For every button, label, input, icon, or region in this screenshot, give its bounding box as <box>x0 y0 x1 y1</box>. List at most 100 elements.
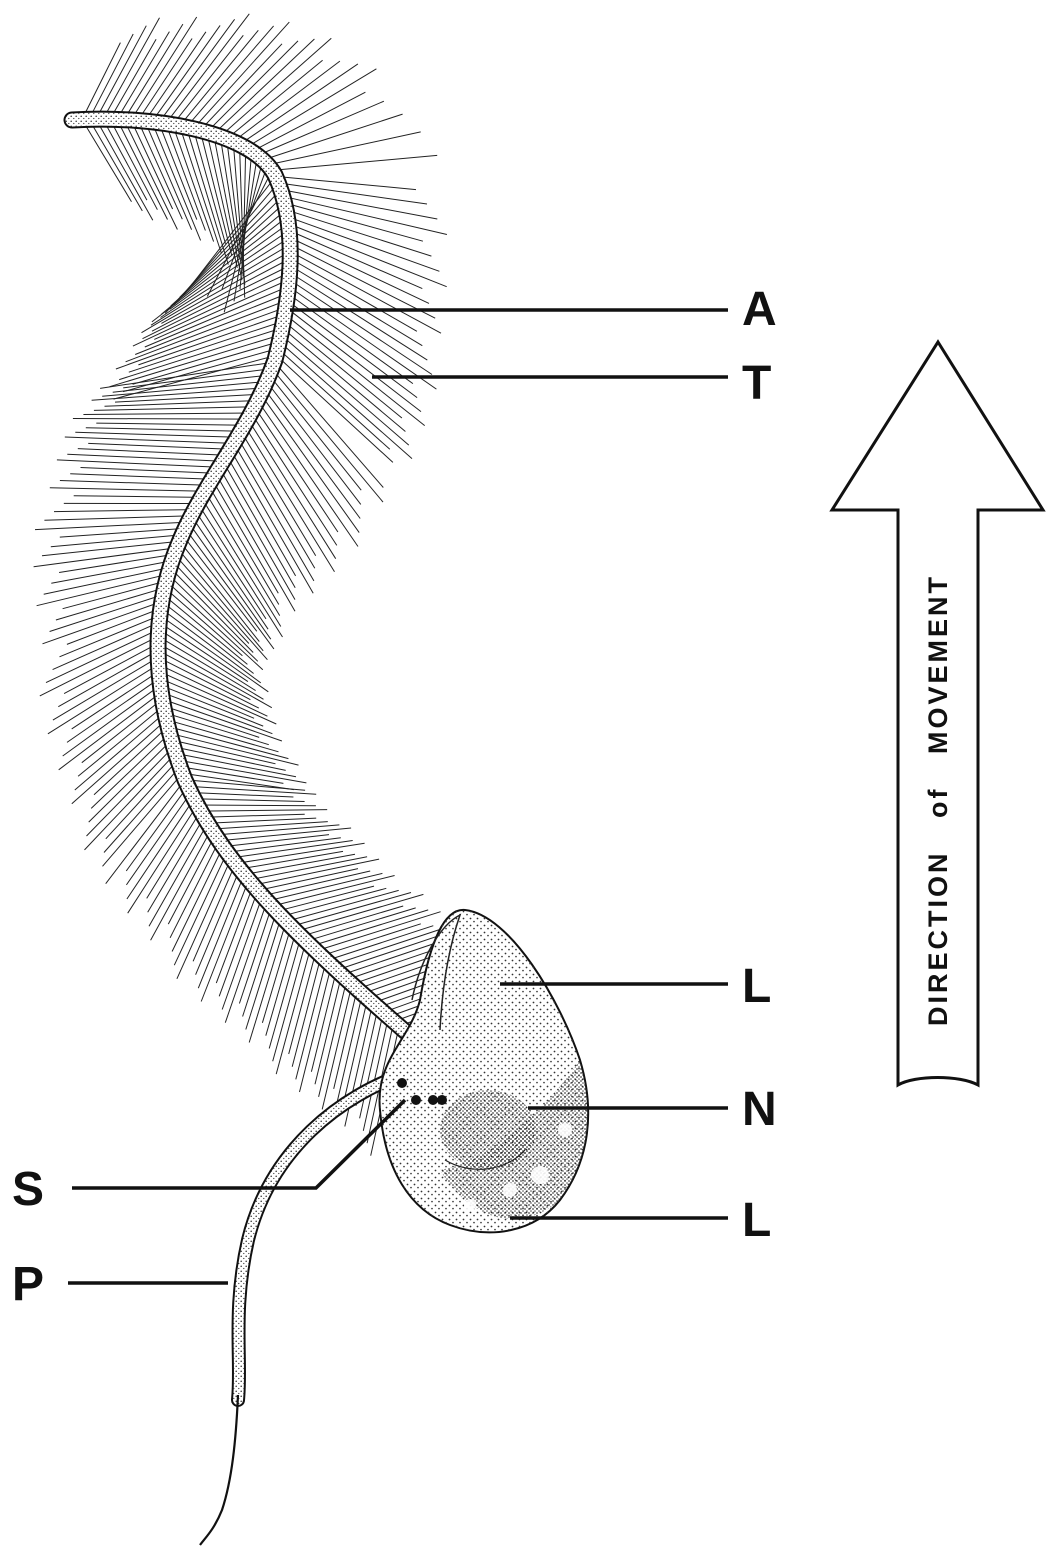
mastigoneme-hair <box>91 733 170 808</box>
mastigoneme-hair <box>131 120 173 209</box>
direction-arrow: DIRECTION of MOVEMENT <box>832 342 1043 1085</box>
mastigoneme-hair <box>178 760 307 783</box>
stigma-dot <box>428 1095 438 1105</box>
mastigoneme-hair <box>78 449 227 456</box>
leader-line-S <box>72 1100 405 1188</box>
mastigoneme-hair <box>285 203 423 241</box>
mastigoneme-hair <box>290 245 435 319</box>
mastigoneme-hair <box>286 890 399 921</box>
mastigoneme-hair <box>147 811 201 898</box>
mastigoneme-hair <box>63 581 167 609</box>
stigma-dot <box>437 1095 447 1105</box>
posterior-flagellum <box>200 1072 410 1545</box>
mastigoneme-hair <box>180 196 283 297</box>
mastigoneme-hair <box>201 880 249 1002</box>
mastigoneme-hair <box>172 561 249 644</box>
mastigoneme-hair <box>60 481 209 486</box>
mastigoneme-hair <box>311 970 336 1072</box>
mastigoneme-hair <box>281 335 409 445</box>
mastigoneme-hair <box>208 818 317 823</box>
mastigoneme-hair <box>67 608 161 644</box>
cell-body <box>380 910 589 1232</box>
mastigoneme-hair <box>82 43 120 120</box>
mastigoneme-hair <box>212 479 278 593</box>
mastigoneme-hair <box>88 443 230 449</box>
mastigoneme-hair <box>272 155 437 170</box>
label-L-lower: L <box>742 1197 771 1245</box>
mastigoneme-hair <box>243 911 277 1016</box>
mastigoneme-hair <box>266 931 296 1035</box>
mastigoneme-hair <box>185 780 305 791</box>
mastigoneme-hair <box>166 720 278 752</box>
mastigoneme-hair <box>223 835 329 847</box>
mastigoneme-hair <box>204 814 305 817</box>
mastigoneme-hair <box>296 894 423 931</box>
mastigoneme-hair <box>263 114 403 160</box>
mastigoneme-hair <box>174 852 227 965</box>
mastigoneme-hair <box>81 468 216 474</box>
mastigoneme-hair <box>176 753 296 776</box>
mastigoneme-hair <box>117 32 169 120</box>
mastigoneme-hair <box>67 678 160 742</box>
mastigoneme-hair <box>172 847 223 952</box>
mastigoneme-hair <box>220 38 331 136</box>
mastigoneme-hair <box>160 685 263 726</box>
stigma-dot <box>397 1078 407 1088</box>
mastigoneme-hair <box>166 124 206 231</box>
mastigoneme-hair <box>290 259 417 332</box>
mastigoneme-hair <box>177 548 263 651</box>
mastigoneme-hair <box>286 210 431 256</box>
mastigoneme-hair <box>152 217 287 322</box>
label-L-upper: L <box>742 963 771 1011</box>
mastigoneme-hair <box>82 120 132 202</box>
mastigoneme-hair <box>94 727 168 795</box>
mastigoneme-hair <box>70 474 212 479</box>
stigma-dot <box>411 1095 421 1105</box>
mastigoneme-hair <box>40 636 159 696</box>
mastigoneme-hair <box>158 643 272 707</box>
mastigoneme-hair <box>237 437 314 568</box>
mastigoneme-hair <box>248 419 336 559</box>
mastigoneme-hair <box>174 747 286 771</box>
mastigoneme-hair <box>138 39 192 121</box>
mastigoneme-hair <box>173 125 214 242</box>
mastigoneme-hair <box>243 148 246 277</box>
mastigoneme-hair <box>264 388 361 519</box>
mastigoneme-hair <box>278 349 390 450</box>
mastigoneme-hair <box>170 841 219 938</box>
mastigoneme-hair <box>201 810 328 812</box>
mastigoneme-hair <box>74 496 202 498</box>
mastigoneme-hair <box>216 473 295 611</box>
mastigoneme-hair <box>267 873 382 901</box>
mastigoneme-hair <box>159 629 256 690</box>
mastigoneme-hair <box>57 460 219 467</box>
arrow-word-direction: DIRECTION <box>923 851 953 1027</box>
mastigoneme-hair <box>296 961 326 1080</box>
mastigoneme-hair <box>124 24 183 120</box>
mastigoneme-hair <box>244 854 355 874</box>
label-N: N <box>742 1086 777 1134</box>
arrow-word-movement: MOVEMENT <box>923 574 953 754</box>
mastigoneme-hair <box>56 588 165 620</box>
mastigoneme-hair <box>54 510 195 512</box>
mastigoneme-hair <box>207 41 298 132</box>
mastigoneme-hair <box>316 912 441 951</box>
mastigoneme-hair <box>273 941 306 1061</box>
mastigoneme-hair <box>72 720 167 804</box>
mastigoneme-hair <box>103 773 183 866</box>
mastigoneme-hair <box>180 541 260 641</box>
mastigoneme-hair <box>124 120 177 230</box>
mastigoneme-hair <box>211 822 327 830</box>
nucleus <box>440 1090 536 1170</box>
arrow-word-of: of <box>923 787 953 818</box>
mastigoneme-hair <box>102 382 266 397</box>
mastigoneme-hair <box>286 307 421 411</box>
mastigoneme-hair <box>216 885 253 983</box>
mastigoneme-hair <box>269 936 301 1048</box>
mastigoneme-hair <box>145 32 206 121</box>
label-A: A <box>742 286 777 334</box>
mastigoneme-hair <box>50 595 164 632</box>
mastigoneme-hair <box>251 413 337 545</box>
mastigoneme-hair <box>215 825 339 835</box>
